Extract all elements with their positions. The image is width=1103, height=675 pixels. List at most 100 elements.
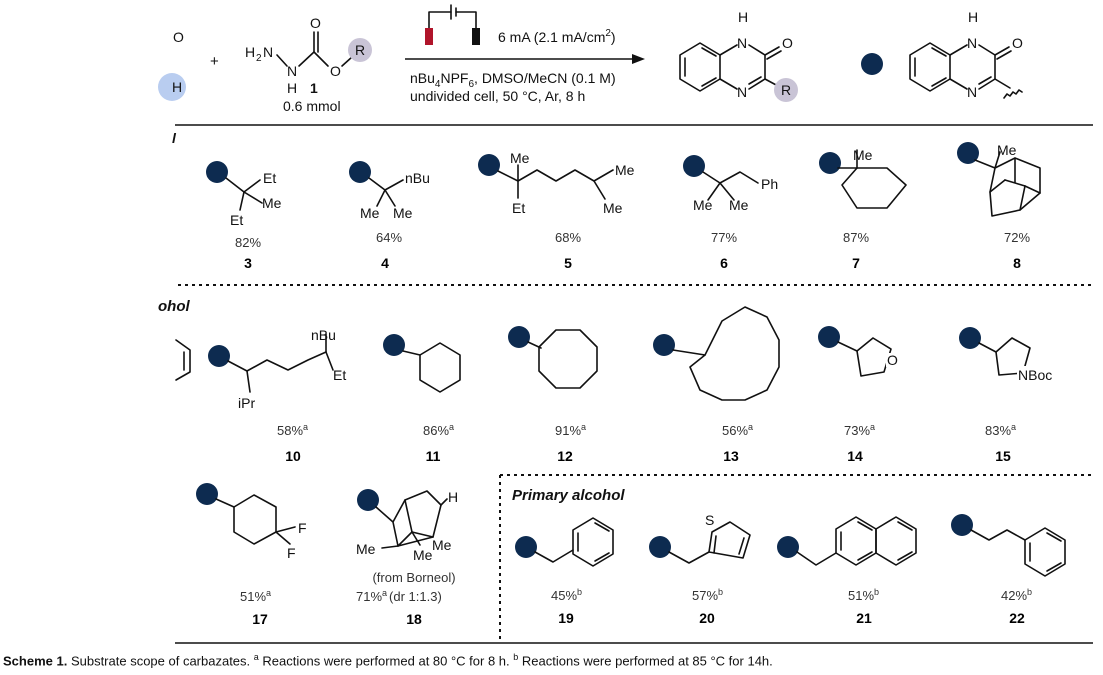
- scheme-caption: Scheme 1. Substrate scope of carbazates.…: [3, 652, 773, 669]
- id-18: 18: [406, 611, 422, 627]
- id-10: 10: [285, 448, 301, 464]
- id-13: 13: [723, 448, 739, 464]
- svg-text:nBu: nBu: [405, 170, 430, 186]
- carbonyl-o: O: [310, 15, 321, 31]
- yield-7: 87%: [843, 230, 869, 245]
- structure-22: [951, 514, 1066, 577]
- svg-text:Me: Me: [432, 537, 452, 553]
- secondary-section-fragment: ohol: [158, 298, 190, 315]
- product-r-circle: [774, 78, 798, 102]
- structure-5: Me Et Me Me: [478, 150, 635, 216]
- id-21: 21: [856, 610, 872, 626]
- yield-5: 68%: [555, 230, 581, 245]
- id-6: 6: [720, 255, 728, 271]
- id-14: 14: [847, 448, 863, 464]
- svg-text:Et: Et: [230, 212, 243, 228]
- nh-h: H: [287, 80, 297, 96]
- svg-text:N: N: [967, 35, 977, 51]
- id-12: 12: [557, 448, 573, 464]
- nh-n: N: [287, 63, 297, 79]
- row3-yields: 51%a 17 71%a(dr 1:1.3) 18 45%b 19 57%b 2…: [240, 587, 1032, 627]
- yield-13: 56%a: [722, 422, 753, 438]
- yield-18: 71%a(dr 1:1.3): [356, 588, 442, 604]
- id-19: 19: [558, 610, 574, 626]
- svg-text:Me: Me: [997, 142, 1017, 158]
- yield-22: 42%b: [1001, 587, 1032, 603]
- quinoxalinone-product: H N O N R: [679, 9, 798, 102]
- caption-label: Scheme 1.: [3, 653, 68, 669]
- structure-4: nBu Me Me: [349, 161, 430, 221]
- svg-text:Me: Me: [510, 150, 530, 166]
- h2n-sub: 2: [256, 53, 262, 64]
- h2n-n: N: [263, 44, 273, 60]
- id-11: 11: [426, 448, 441, 464]
- id-7: 7: [852, 255, 860, 271]
- svg-text:iPr: iPr: [238, 395, 255, 411]
- yield-11: 86%a: [423, 422, 454, 438]
- svg-text:N: N: [967, 84, 977, 100]
- product-r-label: R: [781, 82, 791, 98]
- product-nh-h: H: [738, 9, 748, 25]
- yield-4: 64%: [376, 230, 402, 245]
- yield-6: 77%: [711, 230, 737, 245]
- h2n-h: H: [245, 44, 255, 60]
- edge-o-label: O: [173, 29, 184, 45]
- product-n-top: N: [737, 35, 747, 51]
- reagent-amount: 0.6 mmol: [283, 98, 341, 114]
- structure-14: O: [818, 326, 898, 377]
- electrolysis-cell-icon: [425, 4, 480, 45]
- row2-yields: 58%a 10 86%a 11 91%a 12 56%a 13 73%a 14 …: [277, 422, 1016, 464]
- structure-12: [508, 326, 598, 389]
- product-carbonyl-o: O: [782, 35, 793, 51]
- svg-text:Et: Et: [333, 367, 346, 383]
- r-group-label: R: [355, 42, 365, 58]
- svg-text:Me: Me: [853, 147, 873, 163]
- structure-20: S: [649, 512, 751, 564]
- edge-highlight-circle: [158, 73, 186, 101]
- id-4: 4: [381, 255, 389, 271]
- svg-text:Me: Me: [615, 162, 635, 178]
- id-15: 15: [995, 448, 1011, 464]
- structure-17: F F: [196, 483, 307, 561]
- svg-text:Me: Me: [729, 197, 749, 213]
- primary-alcohol-heading: Primary alcohol: [512, 487, 625, 504]
- arrow-head: [632, 54, 645, 64]
- legend-dot: [861, 53, 883, 75]
- structure-13: [653, 306, 780, 401]
- id-3: 3: [244, 255, 252, 271]
- carbazate-reagent: H 2 N N H O O R 1 0.6 mmol: [245, 15, 372, 114]
- r-group-circle: [348, 38, 372, 62]
- structure-9-fragment: [175, 339, 191, 381]
- svg-text:Me: Me: [603, 200, 623, 216]
- svg-text:O: O: [887, 352, 898, 368]
- structure-7: Me: [819, 147, 907, 209]
- plus-sign: +: [210, 53, 219, 70]
- id-22: 22: [1009, 610, 1025, 626]
- conditions-line-1: nBu4NPF6, DMSO/MeCN (0.1 M): [410, 70, 616, 90]
- id-17: 17: [252, 611, 268, 627]
- svg-text:H: H: [448, 489, 458, 505]
- svg-text:Me: Me: [413, 547, 433, 563]
- cathode-icon: [472, 28, 480, 45]
- product-n-bottom: N: [737, 84, 747, 100]
- anode-icon: [425, 28, 433, 45]
- svg-text:F: F: [298, 520, 307, 536]
- structure-6: Ph Me Me: [683, 155, 778, 213]
- svg-text:NBoc: NBoc: [1018, 367, 1052, 383]
- svg-text:Ph: Ph: [761, 176, 778, 192]
- structure-21: [777, 516, 917, 566]
- svg-text:Me: Me: [360, 205, 380, 221]
- id-20: 20: [699, 610, 715, 626]
- edge-h-label: H: [172, 79, 182, 95]
- structure-18: H Me Me Me (from Borneol): [356, 489, 458, 585]
- ester-o: O: [330, 63, 341, 79]
- structure-8: Me: [957, 142, 1041, 217]
- id-8: 8: [1013, 255, 1021, 271]
- structure-19: [515, 517, 614, 567]
- svg-text:Et: Et: [512, 200, 525, 216]
- yield-17: 51%a: [240, 588, 271, 604]
- svg-text:Et: Et: [263, 170, 276, 186]
- borneol-note: (from Borneol): [372, 570, 455, 585]
- svg-text:S: S: [705, 512, 714, 528]
